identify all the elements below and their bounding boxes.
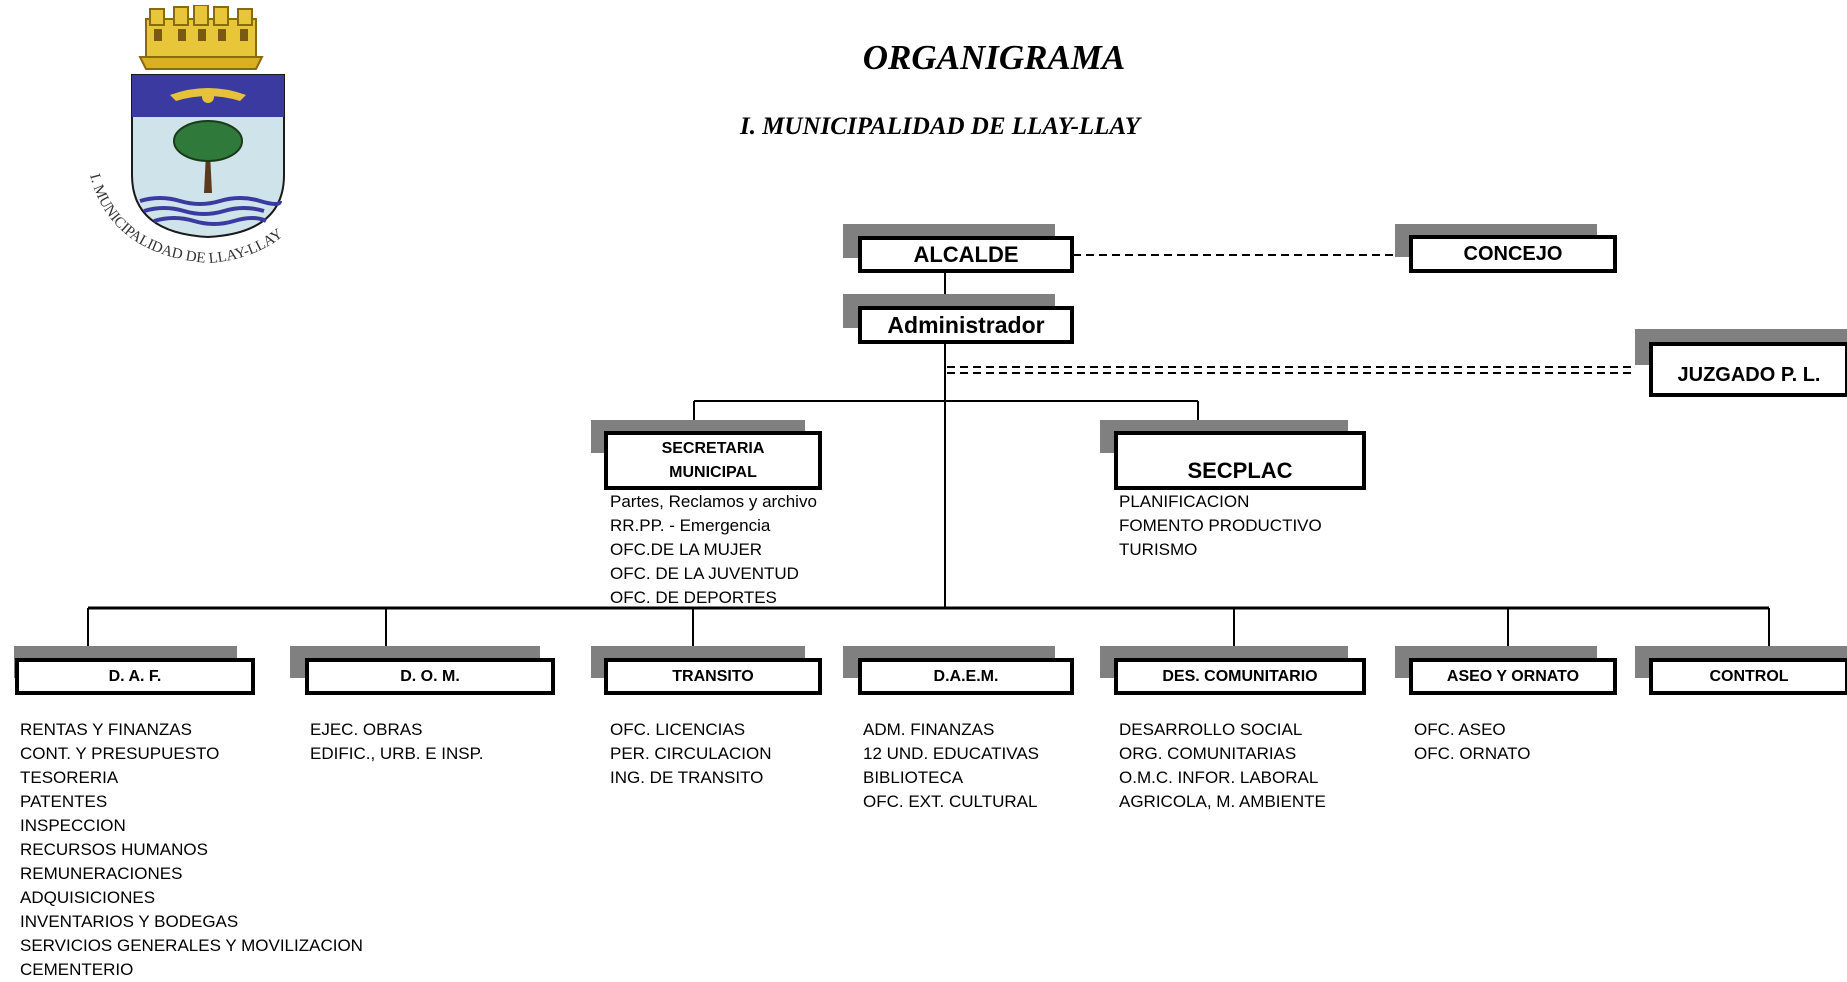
list-item: O.M.C. INFOR. LABORAL — [1119, 768, 1319, 787]
list-item: ADM. FINANZAS — [863, 720, 995, 739]
list-item: RECURSOS HUMANOS — [20, 840, 208, 859]
list-item: ORG. COMUNITARIAS — [1119, 744, 1297, 763]
concejo-label: CONCEJO — [1409, 235, 1617, 273]
list-item: ADQUISICIONES — [20, 888, 156, 907]
list-item: PATENTES — [20, 792, 108, 811]
list-item: INSPECCION — [20, 816, 126, 835]
dept-label: DES. COMUNITARIO — [1114, 658, 1366, 695]
page-subtitle: I. MUNICIPALIDAD DE LLAY-LLAY — [739, 113, 1141, 140]
dom-items: EJEC. OBRAS EDIFIC., URB. E INSP. — [310, 718, 484, 766]
dept-label: D.A.E.M. — [858, 658, 1074, 695]
list-item: DESARROLLO SOCIAL — [1119, 720, 1303, 739]
list-item: OFC. DE DEPORTES — [610, 588, 777, 607]
list-item: 12 UND. EDUCATIVAS — [863, 744, 1040, 763]
list-item: BIBLIOTECA — [863, 768, 964, 787]
list-item: OFC. DE LA JUVENTUD — [610, 564, 799, 583]
dept-label: TRANSITO — [604, 658, 822, 695]
crown-icon — [138, 5, 264, 70]
juzgado-label: JUZGADO P. L. — [1649, 342, 1847, 397]
list-item: RENTAS Y FINANZAS — [20, 720, 192, 739]
list-item: ING. DE TRANSITO — [610, 768, 764, 787]
list-item: CONT. Y PRESUPUESTO — [20, 744, 220, 763]
page-title: ORGANIGRAMA — [862, 38, 1126, 77]
aseo-items: OFC. ASEO OFC. ORNATO — [1414, 718, 1531, 766]
list-item: TESORERIA — [20, 768, 119, 787]
list-item: OFC.DE LA MUJER — [610, 540, 763, 559]
dept-label: ASEO Y ORNATO — [1409, 658, 1617, 695]
list-item: OFC. ASEO — [1414, 720, 1506, 739]
list-item: EJEC. OBRAS — [310, 720, 423, 739]
list-item: AGRICOLA, M. AMBIENTE — [1119, 792, 1326, 811]
list-item: RR.PP. - Emergencia — [610, 516, 771, 535]
dept-label: D. A. F. — [15, 658, 255, 695]
descom-items: DESARROLLO SOCIAL ORG. COMUNITARIAS O.M.… — [1119, 718, 1326, 814]
list-item: SERVICIOS GENERALES Y MOVILIZACION — [20, 936, 363, 955]
alcalde-label: ALCALDE — [858, 236, 1074, 273]
list-item: EDIFIC., URB. E INSP. — [310, 744, 484, 763]
municipal-logo: I. MUNICIPALIDAD DE LLAY-LLAY — [90, 5, 286, 265]
list-item: PLANIFICACION — [1119, 492, 1250, 511]
dept-label: D. O. M. — [305, 658, 555, 695]
list-item: REMUNERACIONES — [20, 864, 183, 883]
list-item: CEMENTERIO — [20, 960, 134, 979]
list-item: OFC. LICENCIAS — [610, 720, 746, 739]
daf-items: RENTAS Y FINANZAS CONT. Y PRESUPUESTO TE… — [20, 718, 363, 982]
dept-label: CONTROL — [1649, 658, 1847, 695]
list-item: TURISMO — [1119, 540, 1198, 559]
shield-icon — [131, 74, 285, 239]
secretaria-label-line1: SECRETARIA — [661, 439, 765, 457]
administrador-label: Administrador — [858, 306, 1074, 344]
list-item: INVENTARIOS Y BODEGAS — [20, 912, 239, 931]
list-item: FOMENTO PRODUCTIVO — [1119, 516, 1322, 535]
list-item: PER. CIRCULACION — [610, 744, 772, 763]
list-item: Partes, Reclamos y archivo — [610, 492, 817, 511]
daem-items: ADM. FINANZAS 12 UND. EDUCATIVAS BIBLIOT… — [863, 718, 1039, 814]
secretaria-items: Partes, Reclamos y archivo RR.PP. - Emer… — [610, 490, 817, 610]
secplac-items: PLANIFICACION FOMENTO PRODUCTIVO TURISMO — [1119, 490, 1322, 562]
secretaria-label-line2: MUNICIPAL — [669, 463, 757, 481]
list-item: OFC. ORNATO — [1414, 744, 1531, 763]
secplac-label: SECPLAC — [1114, 431, 1366, 490]
list-item: OFC. EXT. CULTURAL — [863, 792, 1038, 811]
transito-items: OFC. LICENCIAS PER. CIRCULACION ING. DE … — [610, 718, 772, 790]
